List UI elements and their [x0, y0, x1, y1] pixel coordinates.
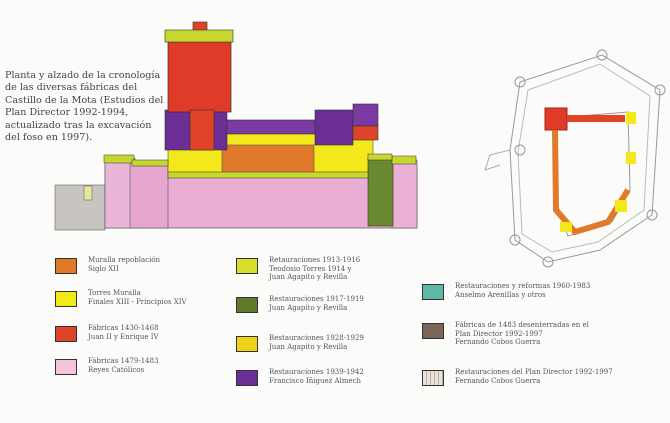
legend-swatch: [55, 258, 77, 274]
legend-swatch: [55, 359, 77, 375]
legend-label: Fábricas 1479-1483: [88, 357, 159, 365]
legend-label: Juan Agapito y Revilla: [269, 342, 348, 351]
legend-label: Restauraciones 1928-1929: [269, 334, 364, 342]
legend-swatch: [236, 297, 258, 313]
keep-tower: [167, 39, 232, 113]
legend-swatch: [55, 291, 77, 307]
orange-section: [221, 144, 315, 176]
legend-label: Restauraciones y reformas 1960-1983: [455, 282, 591, 290]
legend-label: Fernando Cobos Guerra: [455, 376, 541, 385]
legend-swatch: [236, 370, 258, 386]
castle-plan: [484, 49, 666, 268]
legend-label: Teodosio Torres 1914 y: [269, 264, 352, 273]
legend-label: Plan Director 1992-1997: [455, 329, 543, 338]
legend-swatch: [422, 284, 444, 300]
legend-label: Anselmo Arenillas y otros: [455, 290, 546, 299]
legend-item: Restauraciones del Plan Director 1992-19…: [422, 368, 613, 386]
gray-structure: [54, 184, 106, 231]
legend-label: Reyes Católicos: [88, 365, 145, 374]
legend-swatch: [422, 370, 444, 386]
legend-swatch: [422, 323, 444, 339]
legend-label: Torres Muralla: [88, 289, 141, 297]
green-tower: [367, 157, 394, 227]
legend-label: Restauraciones 1939-1942: [269, 368, 364, 376]
legend-label: Restauraciones 1917-1919: [269, 295, 364, 303]
legend-swatch: [55, 326, 77, 342]
legend-swatch: [236, 258, 258, 274]
legend-label: Fábricas 1430-1468: [88, 324, 159, 332]
legend-swatch: [236, 336, 258, 352]
figure-caption: Planta y alzado de la cronología de las …: [5, 70, 164, 144]
legend-label: Juan Agapito y Revilla: [269, 303, 348, 312]
legend-label: Fábricas de 1483 desenterradas en el: [455, 321, 589, 329]
legend-label: Francisco Iñiguez Almech: [269, 376, 362, 385]
legend-label: Finales XIII - Principios XIV: [88, 297, 187, 306]
legend-label: Siglo XII: [88, 264, 119, 273]
legend-label: Fernando Cobos Guerra: [455, 338, 541, 347]
legend-label: Juan Agapito y Revilla: [269, 273, 348, 282]
legend-label: Restauraciones del Plan Director 1992-19…: [455, 368, 613, 376]
legend-label: Muralla repoblación: [88, 256, 161, 264]
crenellations: [103, 153, 417, 179]
legend-label: Juan II y Enrique IV: [88, 332, 159, 341]
legend-label: Retauraciones 1913-1916: [269, 256, 361, 264]
